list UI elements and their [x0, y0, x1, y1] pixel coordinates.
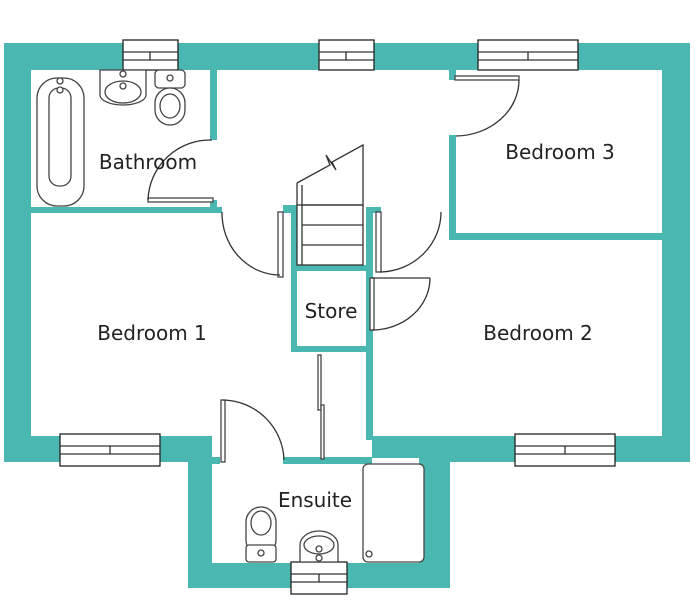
- window: [318, 39, 375, 71]
- windows: [59, 39, 616, 595]
- bath: [36, 77, 85, 207]
- doors: [147, 75, 520, 463]
- fixtures: [36, 69, 425, 563]
- room-label-bedroom2: Bedroom 2: [483, 321, 593, 345]
- sliding-door: [317, 354, 325, 460]
- bedroom1-door: [221, 211, 284, 278]
- window: [514, 433, 616, 467]
- ensuite-door: [220, 399, 285, 463]
- room-interiors: [31, 70, 662, 563]
- room-label-store: Store: [305, 299, 358, 323]
- bedroom2-door: [375, 211, 442, 273]
- room-label-bedroom1: Bedroom 1: [97, 321, 207, 345]
- bathroom-door: [147, 139, 214, 203]
- bathroom-basin: [99, 69, 147, 106]
- window: [290, 561, 348, 595]
- ensuite-basin: [299, 530, 339, 563]
- window: [122, 39, 179, 71]
- window: [477, 39, 579, 71]
- room-label-bedroom3: Bedroom 3: [505, 140, 615, 164]
- room-label-bathroom: Bathroom: [99, 150, 197, 174]
- ensuite-toilet: [245, 506, 277, 563]
- shower-tray: [362, 463, 425, 563]
- bathroom-toilet: [154, 69, 186, 126]
- store-door: [369, 277, 431, 331]
- room-label-ensuite: Ensuite: [278, 488, 352, 512]
- staircase: [296, 143, 364, 266]
- window: [59, 433, 161, 467]
- bedroom3-door: [454, 75, 520, 137]
